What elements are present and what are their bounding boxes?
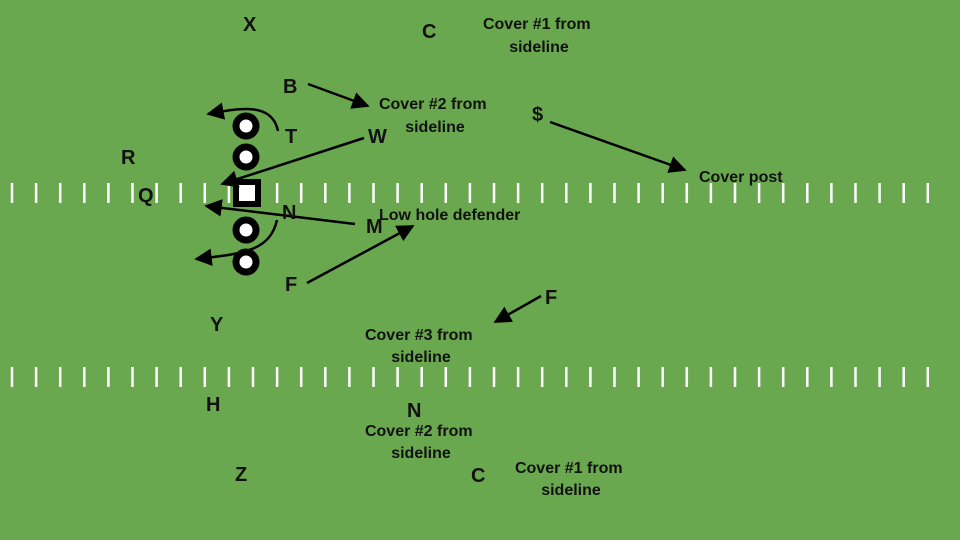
note-cover3: Cover #3 from sideline [365, 327, 477, 366]
player-n-bottom: N [407, 400, 421, 422]
note-cover1-bottom: Cover #1 from sideline [515, 460, 627, 499]
player-b: B [283, 76, 297, 98]
square-icon [233, 179, 261, 207]
players: X C B T W $ R Q N M F F Y H N Z C [121, 14, 557, 487]
ring-icon [232, 248, 260, 276]
player-f-left: F [285, 274, 297, 296]
player-y: Y [210, 314, 224, 336]
arrow-n-route [194, 219, 279, 266]
assignment-notes: Cover #1 from sideline Cover #2 from sid… [365, 16, 783, 499]
ring-icon [232, 143, 260, 171]
player-z: Z [235, 464, 247, 486]
player-x: X [243, 14, 257, 36]
ring-icon [232, 112, 260, 140]
player-h: H [206, 394, 220, 416]
arrow-b-cover2 [307, 82, 370, 109]
player-dollar: $ [532, 104, 543, 126]
offensive-line [232, 112, 261, 276]
player-c-top: C [422, 21, 436, 43]
arrow-m-route [204, 199, 356, 226]
arrow-dollar-post [549, 120, 687, 173]
player-f-right: F [545, 287, 557, 309]
note-cover2-top: Cover #2 from sideline [379, 96, 491, 136]
hash-marks-bottom [10, 367, 930, 387]
player-t: T [285, 126, 297, 148]
assignment-arrows [194, 82, 687, 324]
player-m: M [366, 216, 383, 238]
arrow-t-route [206, 102, 280, 132]
player-n-top: N [282, 202, 296, 224]
ring-icon [232, 216, 260, 244]
note-cover1-top: Cover #1 from sideline [483, 16, 595, 56]
note-cover-post: Cover post [699, 169, 783, 186]
player-r: R [121, 147, 136, 169]
note-cover2-bottom: Cover #2 from sideline [365, 423, 477, 462]
hash-marks-top [10, 183, 930, 203]
note-low-hole: Low hole defender [379, 207, 520, 224]
arrow-f-low-hole [306, 224, 415, 285]
arrow-f-cover3 [493, 294, 542, 324]
arrow-w-route [220, 136, 365, 188]
player-c-bottom: C [471, 465, 485, 487]
player-w: W [368, 126, 387, 148]
player-q: Q [138, 185, 154, 207]
